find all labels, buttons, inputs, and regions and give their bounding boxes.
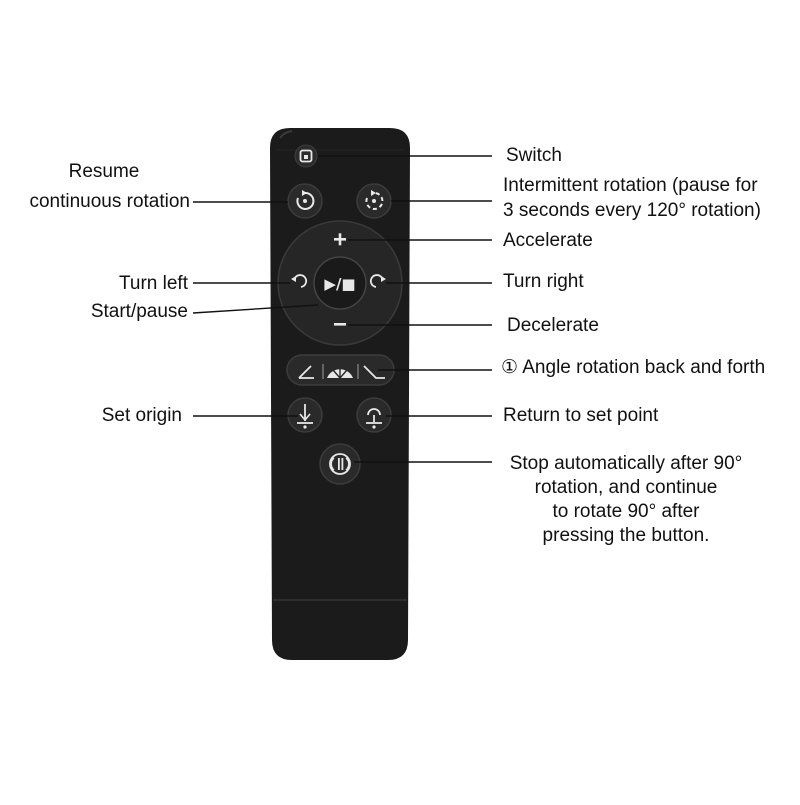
set-origin-label: Set origin xyxy=(101,405,182,426)
decelerate-label: Decelerate xyxy=(507,315,599,336)
direction-pad xyxy=(277,220,403,346)
accelerate-label: Accelerate xyxy=(503,230,593,251)
angle-label: ① Angle rotation back and forth xyxy=(501,357,766,378)
resume-rotation-button[interactable] xyxy=(287,183,323,219)
stop-circle-icon xyxy=(329,453,351,475)
start-pause-label: Start/pause xyxy=(90,301,188,322)
anchor-up-icon xyxy=(366,408,382,429)
minus-icon xyxy=(334,323,346,326)
start-pause-button[interactable]: ▶/■ xyxy=(316,259,364,307)
plus-icon xyxy=(334,233,346,246)
stop-90-label-line-4: pressing the button. xyxy=(542,525,710,546)
fan-icon xyxy=(327,366,353,379)
stop-90-label-line-2: rotation, and continue xyxy=(534,477,718,498)
resume-label-line-2: continuous rotation xyxy=(29,191,190,212)
angle-right-icon xyxy=(363,365,385,379)
resume-label-line-1: Resume xyxy=(68,161,140,182)
intermittent-label-line-1: Intermittent rotation (pause for xyxy=(503,175,758,196)
decelerate-button[interactable] xyxy=(318,312,362,340)
intermittent-label-line-2: 3 seconds every 120° rotation) xyxy=(503,200,761,221)
turn-right-label: Turn right xyxy=(503,271,584,292)
power-box-icon xyxy=(299,149,313,163)
rotate-continuous-icon xyxy=(296,190,315,210)
stop-90-label-line-3: to rotate 90° after xyxy=(552,501,700,522)
leader-lines xyxy=(192,155,492,463)
rotate-intermittent-icon xyxy=(365,190,384,210)
turn-left-label: Turn left xyxy=(119,273,188,294)
start-pause-leader xyxy=(192,304,319,314)
play-pause-icon: ▶/■ xyxy=(324,275,355,293)
anchor-down-icon xyxy=(297,404,313,429)
turn-left-button[interactable] xyxy=(281,265,311,301)
accelerate-button[interactable] xyxy=(318,226,362,254)
angle-left-icon xyxy=(298,365,314,379)
rotate-left-icon xyxy=(291,274,308,288)
return-point-label: Return to set point xyxy=(503,405,659,426)
switch-label: Switch xyxy=(506,145,562,166)
rotate-right-icon xyxy=(369,274,386,288)
angle-rotation-button[interactable] xyxy=(286,354,395,386)
set-origin-button[interactable] xyxy=(287,397,323,433)
intermittent-rotation-button[interactable] xyxy=(356,183,392,219)
stop-90-button[interactable] xyxy=(319,443,361,485)
switch-button[interactable] xyxy=(294,144,318,168)
stop-90-label-line-1: Stop automatically after 90° xyxy=(509,453,743,474)
return-set-point-button[interactable] xyxy=(356,397,392,433)
turn-right-button[interactable] xyxy=(369,265,399,301)
